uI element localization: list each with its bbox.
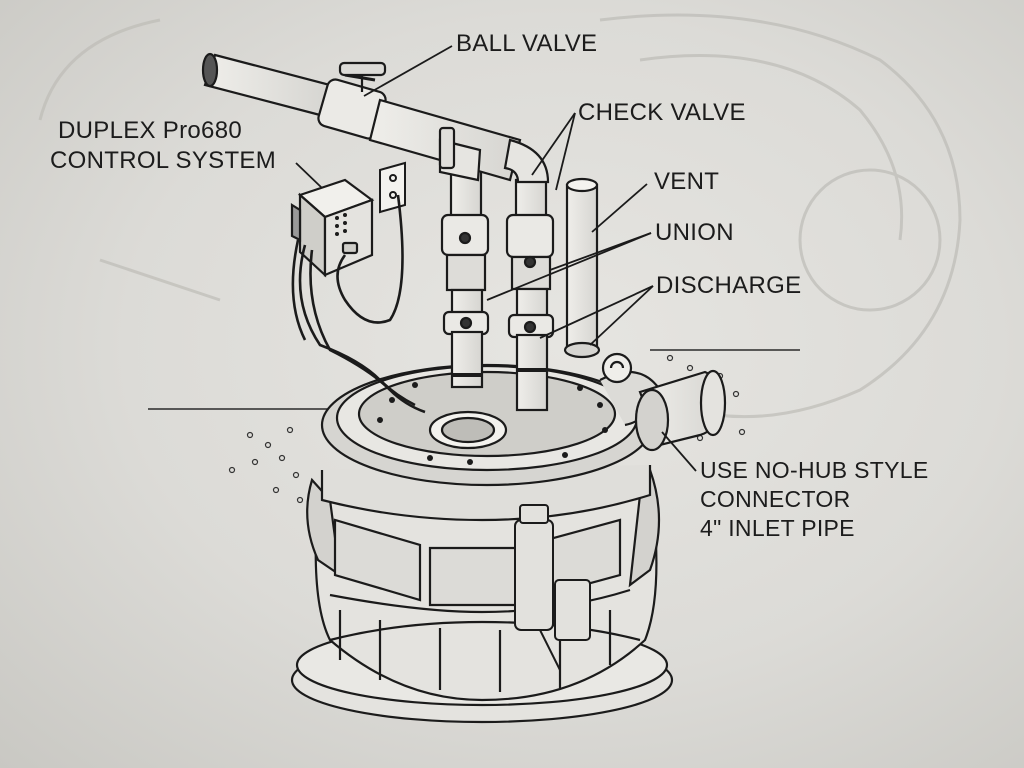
- inlet-pipe: [634, 369, 727, 452]
- label-inlet-line3: 4" INLET PIPE: [700, 515, 855, 541]
- leader-lines: [295, 45, 697, 472]
- label-ball-valve: BALL VALVE: [456, 30, 598, 57]
- label-inlet-line2: CONNECTOR: [700, 486, 851, 512]
- label-vent: VENT: [654, 168, 720, 195]
- label-inlet-line1: USE NO-HUB STYLE: [700, 457, 929, 483]
- discharge-header-pipe: [201, 52, 550, 184]
- background-ghost-drawing: [38, 13, 962, 419]
- control-box: [290, 178, 375, 278]
- label-discharge: DISCHARGE: [656, 272, 802, 299]
- grade-lines: [148, 349, 800, 410]
- left-discharge-riser: [440, 158, 490, 389]
- basin-lid: [320, 352, 662, 487]
- label-union: UNION: [655, 219, 734, 246]
- power-cords: [291, 194, 426, 414]
- label-control-line1: DUPLEX Pro680: [58, 117, 242, 144]
- label-check-valve: CHECK VALVE: [578, 99, 746, 126]
- wall-outlet: [379, 161, 406, 214]
- basin-body: [290, 465, 674, 724]
- vent-pipe: [563, 177, 601, 359]
- right-discharge-riser: [505, 178, 555, 412]
- pump-unit: [514, 504, 591, 671]
- label-control-line2: CONTROL SYSTEM: [50, 147, 277, 174]
